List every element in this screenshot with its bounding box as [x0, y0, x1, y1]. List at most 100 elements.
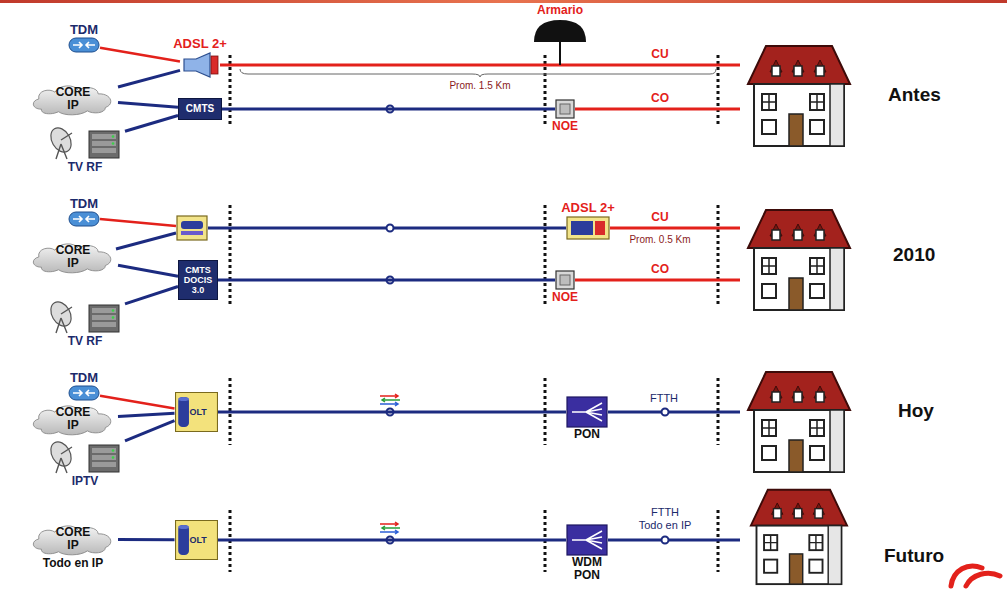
splitter-icon	[566, 396, 608, 428]
antenna-icon	[47, 440, 119, 473]
box-label: OLT	[175, 520, 218, 560]
distance-label: Prom. 0.5 Km	[629, 234, 691, 246]
antenna-icon	[45, 300, 125, 334]
cloud-outline	[33, 244, 110, 273]
router-icon	[68, 37, 100, 53]
dslam-icon	[180, 52, 220, 78]
olt-icon	[177, 216, 207, 240]
antenna-icon	[45, 126, 125, 160]
cloud-label: CORE IP	[56, 526, 91, 552]
dslam-icon	[567, 217, 609, 239]
connector-line	[218, 279, 555, 282]
dslam-icon	[184, 53, 218, 77]
label-holder: Hoy	[898, 400, 934, 422]
box-label: OLT	[175, 392, 218, 432]
connector-line	[125, 421, 175, 441]
line-label: CO	[651, 91, 669, 106]
cloud-label: CORE IP	[56, 406, 91, 432]
router-node: TDM	[68, 22, 100, 53]
router-node: TDM	[68, 196, 100, 227]
house-illustration	[751, 490, 847, 584]
fiber-drop-line	[608, 539, 740, 542]
antenna-node: TV RF	[45, 126, 125, 174]
node-label: TDM	[68, 22, 100, 37]
distance-brace	[240, 69, 716, 77]
splitter-icon	[567, 525, 607, 555]
copper-line	[610, 227, 740, 230]
line-label: CU	[651, 210, 669, 225]
antenna-node: TV RF	[45, 300, 125, 348]
line-node	[387, 225, 394, 232]
row-title: Hoy	[898, 400, 934, 422]
label-holder: FTTH	[650, 392, 679, 405]
label-holder: CO	[651, 262, 669, 277]
label-holder: CU	[651, 210, 669, 225]
coax-drop-line	[575, 279, 740, 282]
router-icon	[69, 386, 99, 400]
label-holder: Antes	[888, 84, 941, 106]
copper-line	[220, 64, 740, 67]
router-icon	[68, 211, 100, 227]
label-holder: CU	[651, 47, 669, 62]
row-title: Antes	[888, 84, 941, 106]
cmts-box: CMTS DOCIS 3.0	[178, 260, 218, 300]
cloud-label: CORE IP	[56, 244, 91, 270]
noe-box: NOE	[552, 99, 579, 134]
house-illustration	[748, 46, 850, 146]
splitter-icon	[566, 524, 608, 556]
node-label: PON	[566, 428, 608, 441]
node-label: Armario	[532, 3, 588, 18]
wavelength-arrows	[380, 394, 400, 406]
cabinet-node: Armario	[532, 3, 588, 42]
line-node	[662, 537, 669, 544]
noe-box: NOE	[552, 270, 579, 305]
tdm-link	[100, 219, 176, 226]
node-label: NOE	[552, 290, 579, 305]
label-holder: Prom. 1.5 Km	[449, 80, 511, 92]
label-holder: Prom. 0.5 Km	[629, 234, 691, 246]
line-label: FTTH Todo en IP	[638, 506, 692, 532]
row-title: Futuro	[884, 545, 945, 567]
label-holder: FTTH Todo en IP	[638, 506, 692, 533]
fiber-drop-line	[608, 411, 740, 414]
node-label: ADSL 2+	[561, 200, 615, 216]
line-label: CO	[651, 262, 669, 277]
house-illustration	[748, 210, 850, 310]
cloud-outline	[33, 406, 110, 435]
node-label: TV RF	[45, 334, 125, 348]
olt-icon	[175, 521, 217, 560]
line-label: CU	[651, 47, 669, 62]
olt-box: OLT	[175, 520, 218, 560]
node-label: TV RF	[45, 160, 125, 174]
row-title: 2010	[893, 244, 936, 266]
cloud-node: CORE IP	[28, 402, 118, 436]
noe-icon	[556, 271, 574, 289]
logo-mark	[966, 573, 1000, 586]
antenna-icon	[45, 440, 125, 474]
dslam-icon	[566, 216, 610, 240]
connector-line	[118, 413, 175, 416]
router-icon	[69, 212, 99, 226]
antenna-icon	[47, 126, 119, 159]
cloud-outline	[33, 526, 110, 555]
line-label: FTTH	[650, 392, 679, 405]
label-holder: Futuro	[884, 545, 945, 567]
noe-icon	[555, 99, 575, 119]
antenna-node: IPTV	[45, 440, 125, 488]
connector-line	[118, 265, 178, 276]
line-node	[662, 409, 669, 416]
olt-box: OLT	[175, 392, 218, 432]
splitter-node: WDM PON	[566, 524, 608, 583]
node-label: TDM	[68, 196, 100, 211]
connector-line	[125, 116, 178, 132]
cloud-shape: CORE IP	[28, 240, 118, 274]
connector-line	[218, 539, 567, 542]
cloud-node: CORE IP	[28, 82, 118, 116]
node-label: ADSL 2+	[173, 36, 227, 52]
router-icon	[69, 38, 99, 52]
cabinet-icon	[534, 20, 586, 42]
connector-line	[125, 287, 178, 304]
distance-label: Prom. 1.5 Km	[449, 80, 511, 92]
cloud-outline	[33, 86, 110, 115]
